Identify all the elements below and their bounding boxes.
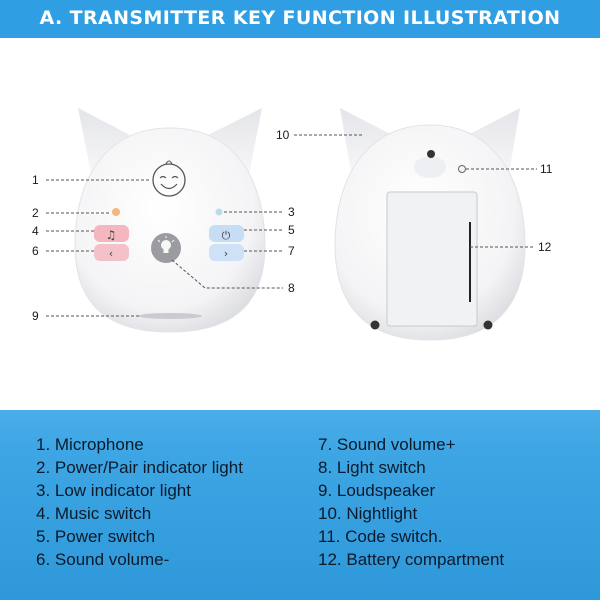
low-indicator-light: [215, 208, 223, 216]
back-left-ear: [340, 108, 392, 178]
callout-8: 8: [288, 281, 295, 295]
legend-item: 12. Battery compartment: [318, 550, 505, 569]
title-banner: A. TRANSMITTER KEY FUNCTION ILLUSTRATION: [0, 0, 600, 38]
legend-item: 9. Loudspeaker: [318, 481, 436, 500]
callout-4: 4: [32, 224, 39, 238]
legend-item: 3. Low indicator light: [36, 481, 191, 500]
back-right-ear: [468, 108, 520, 180]
legend-item: 10. Nightlight: [318, 504, 418, 523]
legend-item: 5. Power switch: [36, 527, 156, 546]
transmitter-front: ♫ ‹ ⏻ ›: [74, 108, 266, 333]
power-icon: ⏻: [222, 229, 231, 242]
callout-6: 6: [32, 244, 39, 258]
nightlight-screw: [427, 150, 435, 158]
back-foot-left: [370, 320, 380, 330]
callout-10: 10: [276, 128, 290, 142]
callout-11: 11: [540, 162, 553, 176]
power-button[interactable]: [209, 225, 244, 242]
legend-item: 8. Light switch: [318, 458, 426, 477]
callout-3: 3: [288, 205, 295, 219]
page-title: A. TRANSMITTER KEY FUNCTION ILLUSTRATION: [39, 7, 561, 29]
legend-item: 4. Music switch: [36, 504, 152, 523]
legend-item: 1. Microphone: [36, 435, 144, 454]
callout-12: 12: [538, 240, 552, 254]
callout-5: 5: [288, 223, 295, 237]
volume-down-button[interactable]: [94, 244, 129, 261]
left-ear: [78, 108, 130, 178]
code-switch[interactable]: [458, 165, 466, 173]
music-note-icon: ♫: [106, 228, 117, 242]
callout-9: 9: [32, 309, 39, 323]
callout-1: 1: [32, 173, 39, 187]
legend-panel: 1. Microphone 2. Power/Pair indicator li…: [0, 410, 600, 600]
device-illustration: ♫ ‹ ⏻ ›: [0, 38, 600, 410]
callout-2: 2: [32, 206, 39, 220]
callout-7: 7: [288, 244, 295, 258]
transmitter-back: [334, 108, 526, 341]
pair-indicator-light: [112, 208, 120, 216]
callout-lines: [46, 134, 537, 317]
legend-item: 2. Power/Pair indicator light: [36, 458, 243, 477]
back-foot-right: [483, 320, 493, 330]
light-bulb-icon: [157, 236, 175, 253]
right-ear: [208, 108, 262, 180]
back-nub: [414, 156, 446, 178]
loudspeaker-grille: [138, 313, 202, 319]
arrow-right-icon: ›: [224, 247, 228, 260]
battery-compartment: [386, 191, 478, 327]
smiley-face-icon: [152, 160, 186, 197]
music-button[interactable]: [94, 225, 129, 242]
arrow-left-icon: ‹: [109, 247, 113, 260]
front-body: [74, 127, 266, 333]
legend-item: 7. Sound volume+: [318, 435, 456, 454]
volume-up-button[interactable]: [209, 244, 244, 261]
legend-item: 11. Code switch.: [318, 527, 443, 546]
legend-item: 6. Sound volume-: [36, 550, 170, 569]
